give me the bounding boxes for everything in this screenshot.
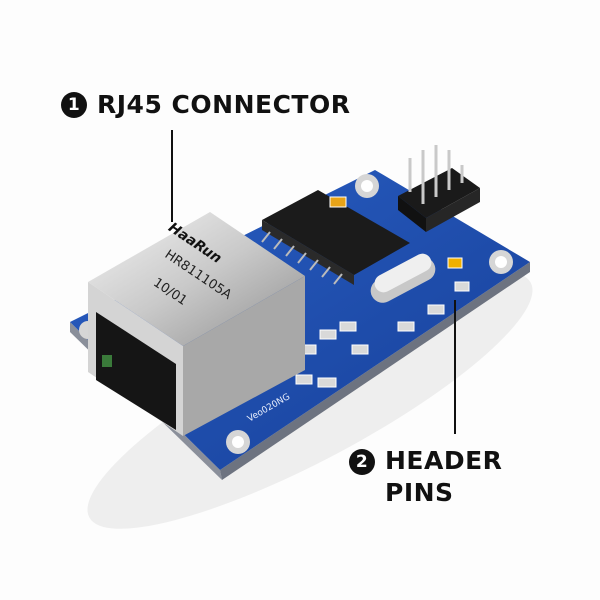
rj45-connector: HaaRun HR811105A 10/01	[88, 212, 305, 436]
smd-components	[295, 196, 470, 388]
callout-label: RJ45 CONNECTOR	[97, 90, 351, 119]
callout-label-line1: HEADER	[385, 446, 503, 475]
header-pins	[398, 145, 480, 232]
pcb-edge	[220, 262, 530, 480]
callout-label-line2: PINS	[385, 478, 454, 507]
callout-number-badge: 2	[349, 449, 375, 475]
led-green	[102, 355, 112, 367]
crystal-oscillator	[370, 253, 436, 303]
callout-rj45-connector: 1 RJ45 CONNECTOR	[61, 90, 350, 119]
mounting-holes	[79, 174, 513, 454]
callout-number-badge: 1	[61, 91, 87, 118]
callout-header-pins: 2 HEADER PINS	[349, 446, 503, 509]
ethernet-controller-chip	[261, 190, 410, 285]
